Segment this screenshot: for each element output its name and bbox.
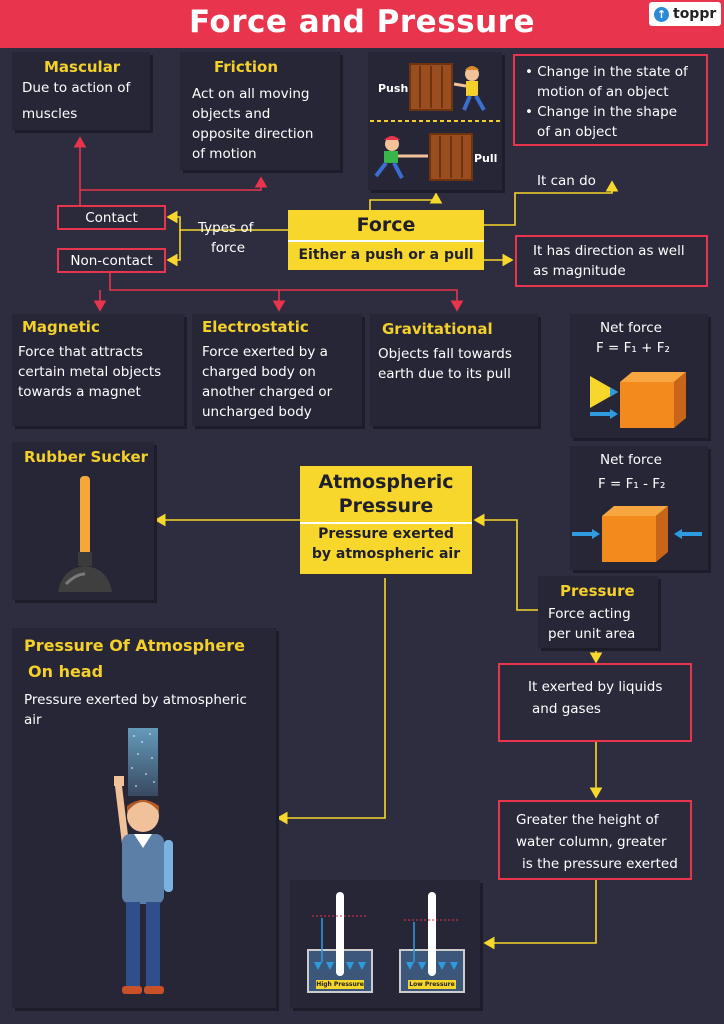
- height-line-2: water column, greater: [516, 834, 667, 850]
- net-force-2-formula: F = F₁ - F₂: [598, 476, 666, 492]
- net-force-2-cube: [572, 506, 702, 562]
- beakers-card: High Pressure Low Pressure: [290, 880, 480, 1008]
- height-pressure-box: Greater the height of water column, grea…: [498, 800, 692, 880]
- header-bar: Force and Pressure: [0, 0, 724, 48]
- electrostatic-line-4: uncharged body: [202, 404, 312, 420]
- magnetic-title: Magnetic: [22, 318, 100, 336]
- electrostatic-line-3: another charged or: [202, 384, 333, 400]
- toppr-logo[interactable]: ↑ toppr: [649, 2, 721, 26]
- change-line-1: • Change in the state of: [525, 64, 688, 80]
- net-force-2-card: Net force F = F₁ - F₂: [570, 446, 708, 570]
- net-force-1-formula: F = F₁ + F₂: [596, 340, 670, 356]
- friction-line-1: Act on all moving: [192, 86, 310, 102]
- change-line-3: • Change in the shape: [525, 104, 678, 120]
- magnetic-line-3: towards a magnet: [18, 384, 141, 400]
- change-state-box: • Change in the state of motion of an ob…: [513, 54, 708, 146]
- pull-label: Pull: [474, 152, 498, 165]
- liquids-gases-box: It exerted by liquids and gases: [498, 663, 692, 742]
- man-under-air-column: [114, 728, 173, 994]
- direction-box: It has direction as well as magnitude: [515, 235, 708, 287]
- change-line-4: of an object: [537, 124, 618, 140]
- direction-line-2: as magnitude: [533, 263, 626, 279]
- non-contact-label: Non-contact: [70, 253, 153, 269]
- net-force-1-title: Net force: [600, 320, 662, 336]
- mascular-line-1: Due to action of: [22, 80, 131, 96]
- contact-box: Contact: [57, 205, 166, 230]
- rubber-sucker-title: Rubber Sucker: [24, 448, 149, 466]
- force-box: Force Either a push or a pull: [288, 210, 484, 270]
- arrow-up-icon: ↑: [654, 6, 669, 22]
- atmospheric-line-2: by atmospheric air: [311, 546, 461, 562]
- head-title-1: Pressure Of Atmosphere: [24, 636, 246, 655]
- non-contact-box: Non-contact: [57, 248, 166, 273]
- rubber-sucker-icon: [58, 476, 112, 592]
- page-title: Force and Pressure: [189, 4, 535, 40]
- atmospheric-line-1: Pressure exerted: [318, 526, 454, 542]
- mascular-title: Mascular: [44, 58, 121, 76]
- friction-line-4: of motion: [192, 146, 257, 162]
- gravitational-title: Gravitational: [382, 320, 493, 338]
- gravitational-line-2: earth due to its pull: [378, 366, 511, 382]
- atmospheric-title-1: Atmospheric: [318, 471, 454, 493]
- gravitational-line-1: Objects fall towards: [378, 346, 512, 362]
- logo-text: toppr: [673, 6, 717, 22]
- net-force-1-card: Net force F = F₁ + F₂: [570, 314, 708, 438]
- atmospheric-pressure-box: Atmospheric Pressure Pressure exerted by…: [300, 466, 472, 574]
- magnetic-line-1: Force that attracts: [18, 344, 143, 360]
- pressure-title: Pressure: [560, 582, 635, 600]
- direction-line-1: It has direction as well: [533, 243, 685, 259]
- height-line-1: Greater the height of: [516, 812, 659, 828]
- net-force-2-title: Net force: [600, 452, 662, 468]
- pull-illustration: [374, 133, 473, 181]
- friction-title: Friction: [214, 58, 279, 76]
- force-subtitle: Either a push or a pull: [288, 240, 484, 268]
- beakers-illustration: [307, 892, 465, 993]
- pressure-line-2: per unit area: [548, 626, 636, 642]
- divider-dashed: [370, 120, 500, 122]
- force-title: Force: [356, 214, 416, 236]
- change-line-2: motion of an object: [537, 84, 669, 100]
- height-line-3: is the pressure exerted: [522, 856, 678, 872]
- friction-card: Friction Act on all moving objects and o…: [180, 52, 340, 170]
- mascular-line-2: muscles: [22, 106, 78, 122]
- atmospheric-title-2: Pressure: [338, 495, 434, 517]
- rubber-sucker-card: Rubber Sucker: [12, 442, 154, 600]
- head-line-2: air: [24, 712, 42, 728]
- magnetic-card: Magnetic Force that attracts certain met…: [12, 314, 184, 426]
- liquids-line-2: and gases: [532, 701, 601, 717]
- gravitational-card: Gravitational Objects fall towards earth…: [370, 314, 538, 426]
- pressure-card: Pressure Force acting per unit area: [538, 576, 658, 648]
- it-can-do-label: It can do: [537, 173, 596, 189]
- friction-line-3: opposite direction: [192, 126, 314, 142]
- low-pressure-label: Low Pressure: [409, 981, 455, 988]
- head-line-1: Pressure exerted by atmospheric: [24, 692, 247, 708]
- contact-label: Contact: [85, 210, 138, 226]
- types-of-force-line-1: Types of: [198, 220, 254, 236]
- head-title-2: On head: [28, 662, 104, 681]
- electrostatic-title: Electrostatic: [202, 318, 309, 336]
- mascular-card: Mascular Due to action of muscles: [12, 52, 150, 130]
- friction-line-2: objects and: [192, 106, 271, 122]
- liquids-line-1: It exerted by liquids: [528, 679, 663, 695]
- push-illustration: [409, 63, 486, 111]
- magnetic-line-2: certain metal objects: [18, 364, 162, 380]
- electrostatic-line-1: Force exerted by a: [202, 344, 328, 360]
- atmosphere-on-head-card: Pressure Of Atmosphere On head Pressure …: [12, 628, 276, 1008]
- electrostatic-line-2: charged body on: [202, 364, 316, 380]
- push-label: Push: [378, 82, 409, 95]
- high-pressure-label: High Pressure: [316, 981, 364, 988]
- electrostatic-card: Electrostatic Force exerted by a charged…: [192, 314, 362, 426]
- net-force-1-cube: [590, 372, 686, 428]
- pressure-line-1: Force acting: [548, 606, 631, 622]
- types-of-force-line-2: force: [211, 240, 245, 256]
- push-pull-card: Push Pull: [368, 52, 502, 190]
